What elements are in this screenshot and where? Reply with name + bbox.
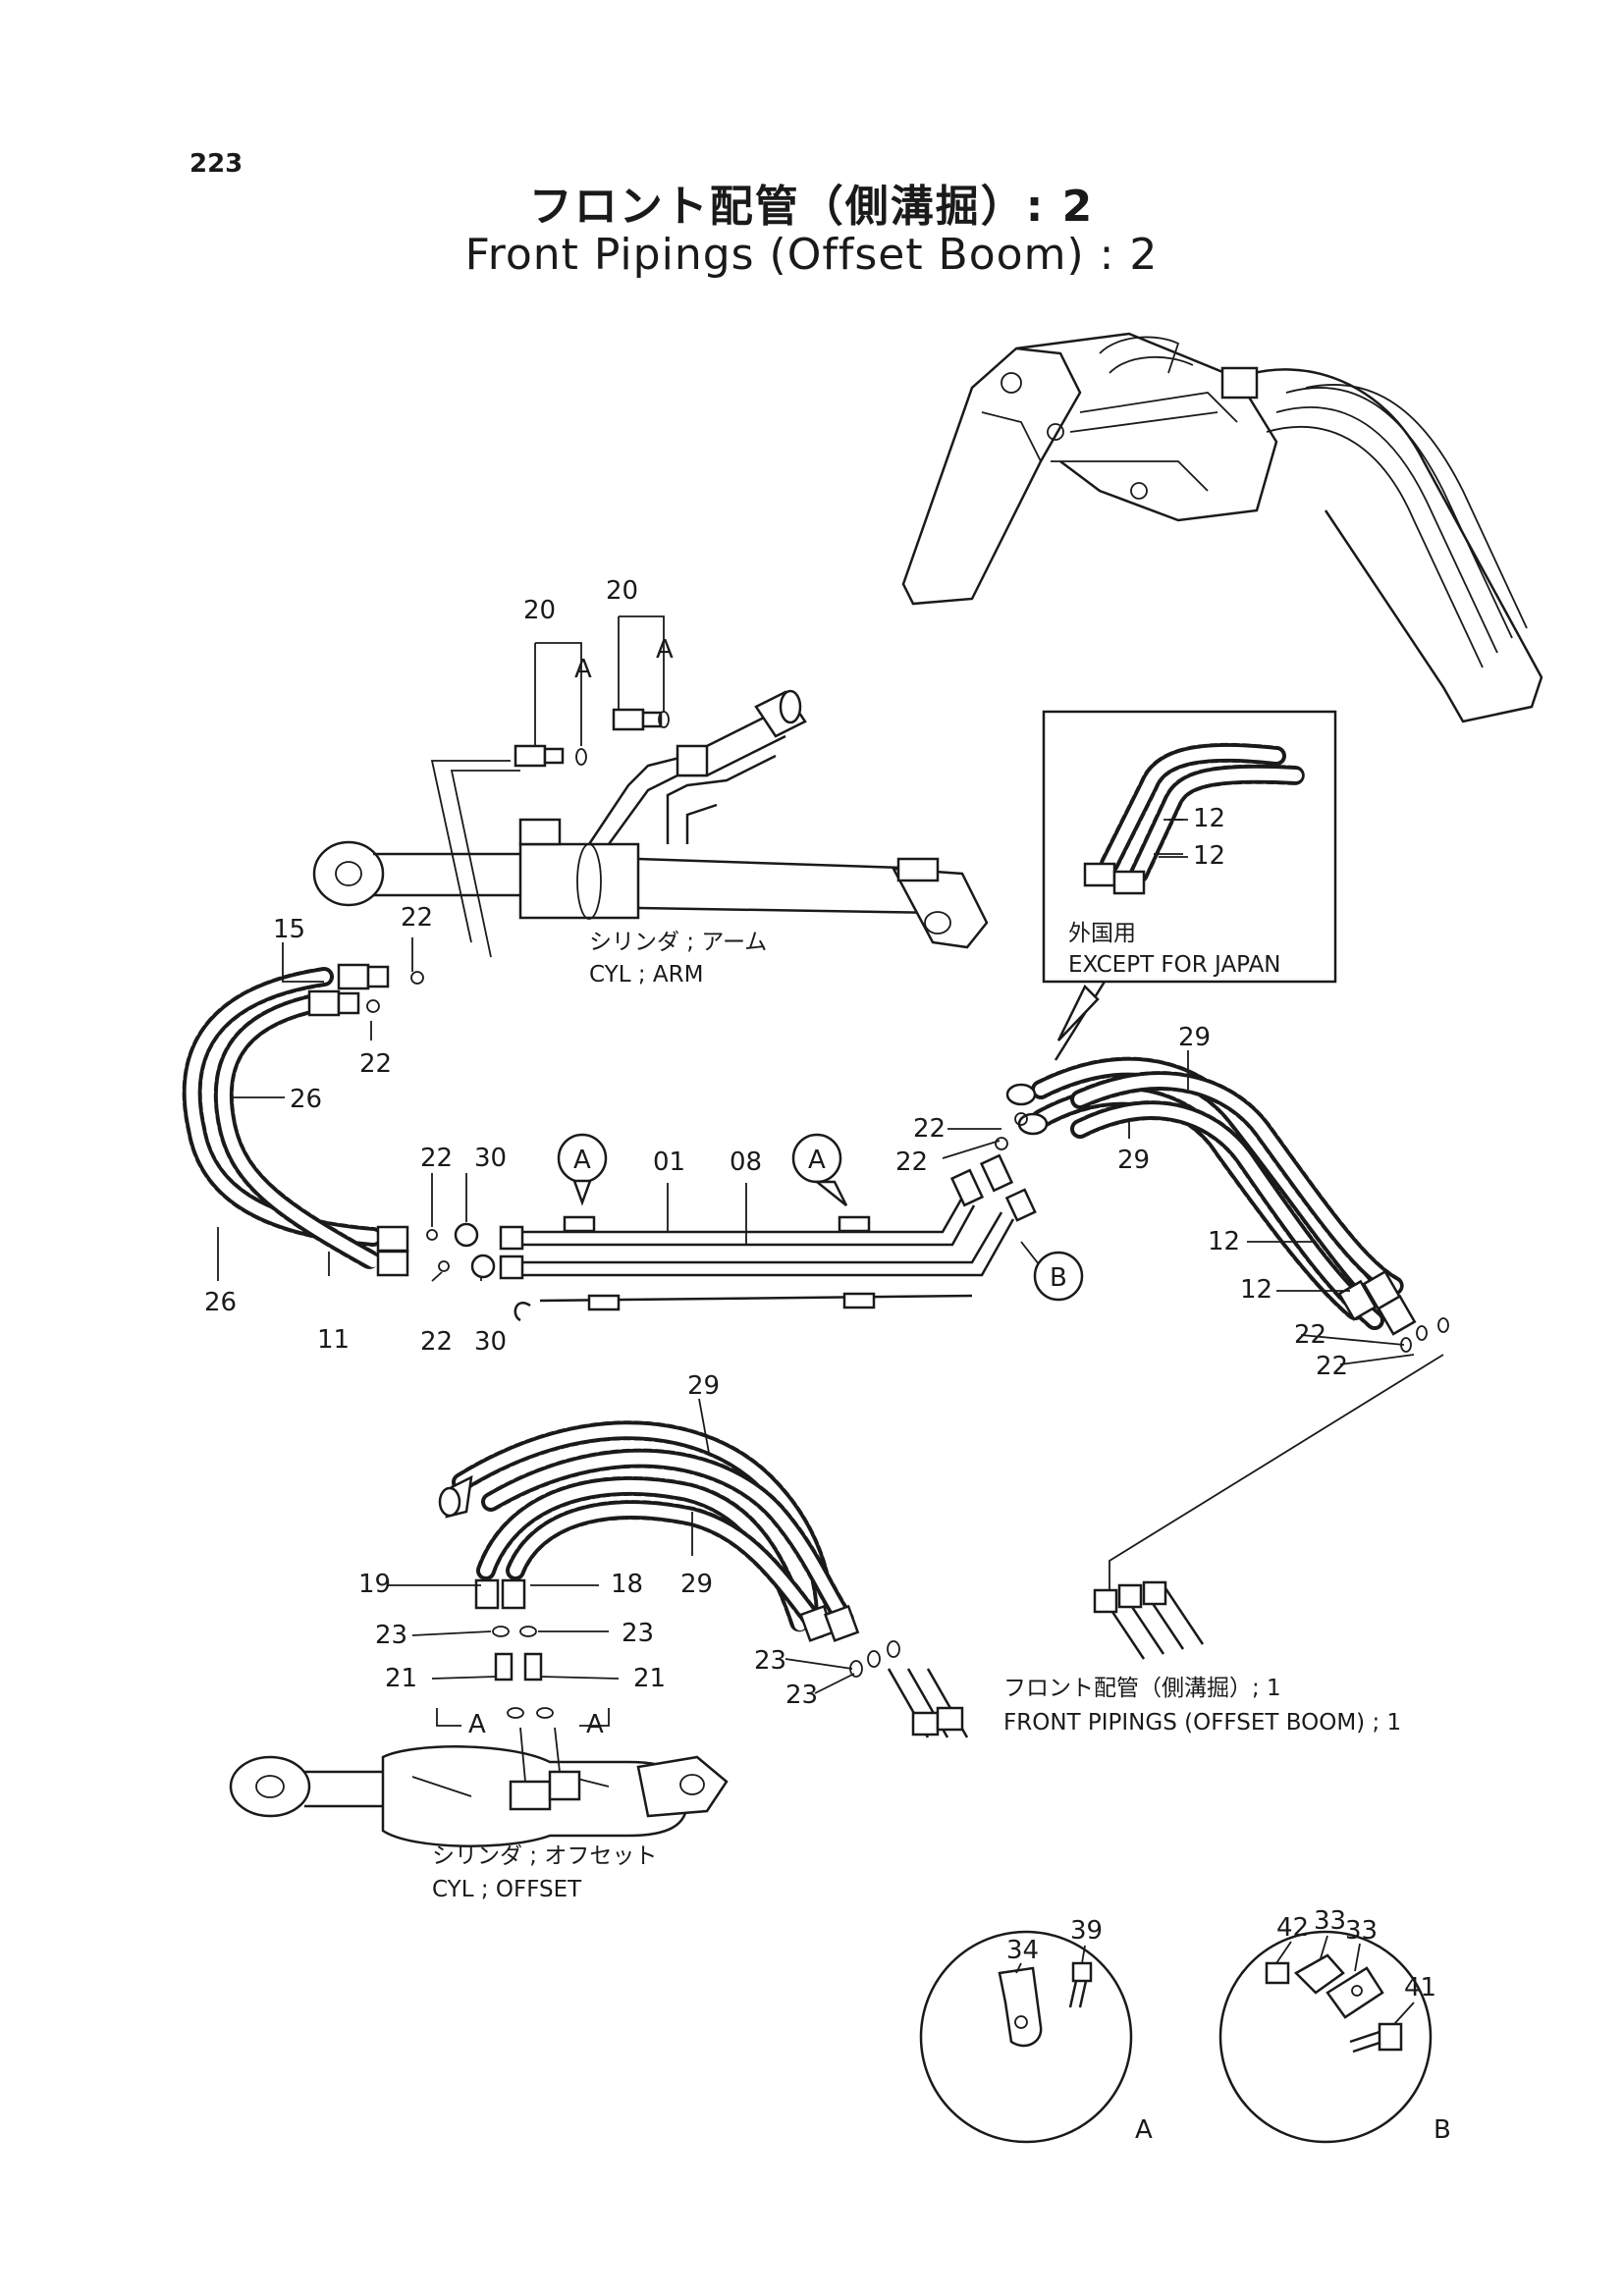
label-39: 39 <box>1070 1916 1103 1946</box>
label-23: 23 <box>375 1621 407 1650</box>
fitting-20-left <box>514 744 587 768</box>
hose-assembly-right <box>995 1056 1449 1353</box>
label-22: 22 <box>913 1114 946 1144</box>
machine-overview-drawing <box>901 332 1543 723</box>
label-20: 20 <box>523 596 556 625</box>
label-26: 26 <box>204 1288 237 1317</box>
detail-circle-a <box>919 1930 1133 2144</box>
inset-pointer-line <box>1054 981 1107 1061</box>
adapters-21 <box>436 1652 610 1727</box>
fitting-20-right <box>612 708 670 731</box>
label-21: 21 <box>385 1664 417 1693</box>
label-19: 19 <box>358 1570 391 1599</box>
label-11: 11 <box>317 1325 350 1355</box>
label-circle-a: A <box>573 1146 591 1175</box>
label-08: 08 <box>730 1148 762 1177</box>
label-a: A <box>656 635 674 665</box>
label-detail-a: A <box>1135 2115 1153 2145</box>
hose-assembly-left <box>182 963 424 1277</box>
caption-cyl-offset-en: CYL ; OFFSET <box>432 1877 582 1902</box>
caption-front-pipings-1-jp: フロント配管（側溝掘）; 1 <box>1003 1676 1281 1701</box>
label-12: 12 <box>1193 841 1225 871</box>
label-29: 29 <box>687 1371 720 1401</box>
label-12: 12 <box>1208 1227 1240 1256</box>
offset-cylinder-drawing <box>229 1727 729 1847</box>
bracket-20-left <box>534 642 582 746</box>
caption-except-jp: 外国用 <box>1068 921 1136 946</box>
label-33: 33 <box>1345 1916 1378 1946</box>
washers-30-22 <box>426 1222 496 1279</box>
label-23: 23 <box>622 1619 654 1648</box>
label-41: 41 <box>1404 1973 1436 2002</box>
except-for-japan-inset <box>1042 710 1337 984</box>
title-japanese: フロント配管（側溝掘）: 2 <box>528 182 1095 232</box>
steel-pipes-01-08 <box>499 1153 1037 1322</box>
label-12: 12 <box>1240 1275 1272 1305</box>
detail-circle-b <box>1218 1930 1433 2144</box>
label-29: 29 <box>1117 1146 1150 1175</box>
offset-lower-pipe-stub <box>887 1668 969 1738</box>
label-18: 18 <box>611 1570 643 1599</box>
inset-pointer-arrow <box>1056 984 1100 1041</box>
label-circle-b: B <box>1050 1263 1067 1293</box>
label-detail-b: B <box>1434 2115 1451 2145</box>
label-22: 22 <box>895 1148 928 1177</box>
label-26: 26 <box>290 1085 322 1114</box>
o-rings-23-upper <box>492 1626 537 1637</box>
leader-to-front-pipings-1 <box>1109 1354 1444 1595</box>
label-23: 23 <box>754 1646 786 1676</box>
label-23: 23 <box>785 1681 818 1710</box>
o-rings-23-lower <box>849 1640 900 1678</box>
callout-circle-b <box>1033 1251 1084 1302</box>
page-number: 223 <box>189 149 243 179</box>
label-21: 21 <box>633 1664 666 1693</box>
caption-cyl-arm-en: CYL ; ARM <box>589 962 703 988</box>
label-22: 22 <box>1316 1352 1348 1381</box>
captions: シリンダ ; アーム CYL ; ARM 外国用 EXCEPT FOR JAPA… <box>432 921 1401 1902</box>
label-34: 34 <box>1006 1936 1039 1965</box>
label-a: A <box>574 655 592 684</box>
label-22: 22 <box>359 1049 392 1079</box>
callout-leader-b <box>1020 1241 1040 1265</box>
label-29: 29 <box>680 1570 713 1599</box>
leader-lines <box>217 819 1415 2025</box>
front-pipings-1-stub <box>1093 1580 1205 1660</box>
label-20: 20 <box>606 576 638 606</box>
leader-arm-ports <box>430 760 520 958</box>
callout-arrow-a-left <box>572 1179 592 1206</box>
label-12: 12 <box>1193 804 1225 833</box>
label-22: 22 <box>1294 1320 1326 1350</box>
label-33: 33 <box>1314 1906 1346 1936</box>
hose-assembly-offset <box>438 1420 860 1642</box>
label-22: 22 <box>420 1144 453 1173</box>
label-a: A <box>586 1710 604 1739</box>
label-42: 42 <box>1276 1913 1309 1943</box>
callout-arrow-a-right <box>813 1180 848 1206</box>
title-english: Front Pipings (Offset Boom) : 2 <box>464 230 1159 280</box>
label-22: 22 <box>420 1327 453 1357</box>
label-15: 15 <box>273 915 305 944</box>
caption-cyl-arm-jp: シリンダ ; アーム <box>589 930 767 955</box>
caption-front-pipings-1-en: FRONT PIPINGS (OFFSET BOOM) ; 1 <box>1003 1710 1401 1735</box>
caption-cyl-offset-jp: シリンダ ; オフセット <box>432 1843 657 1869</box>
part-number-labels: 20 20 A A 15 22 22 26 26 11 22 30 22 30 … <box>204 576 1451 2145</box>
caption-except-en: EXCEPT FOR JAPAN <box>1068 952 1281 978</box>
label-30: 30 <box>474 1327 507 1357</box>
label-29: 29 <box>1178 1023 1211 1052</box>
arm-cylinder-drawing <box>312 689 989 949</box>
label-a: A <box>468 1710 486 1739</box>
label-01: 01 <box>653 1148 685 1177</box>
label-22: 22 <box>401 903 433 933</box>
label-circle-a: A <box>808 1146 826 1175</box>
bracket-20-right <box>618 615 665 712</box>
label-30: 30 <box>474 1144 507 1173</box>
